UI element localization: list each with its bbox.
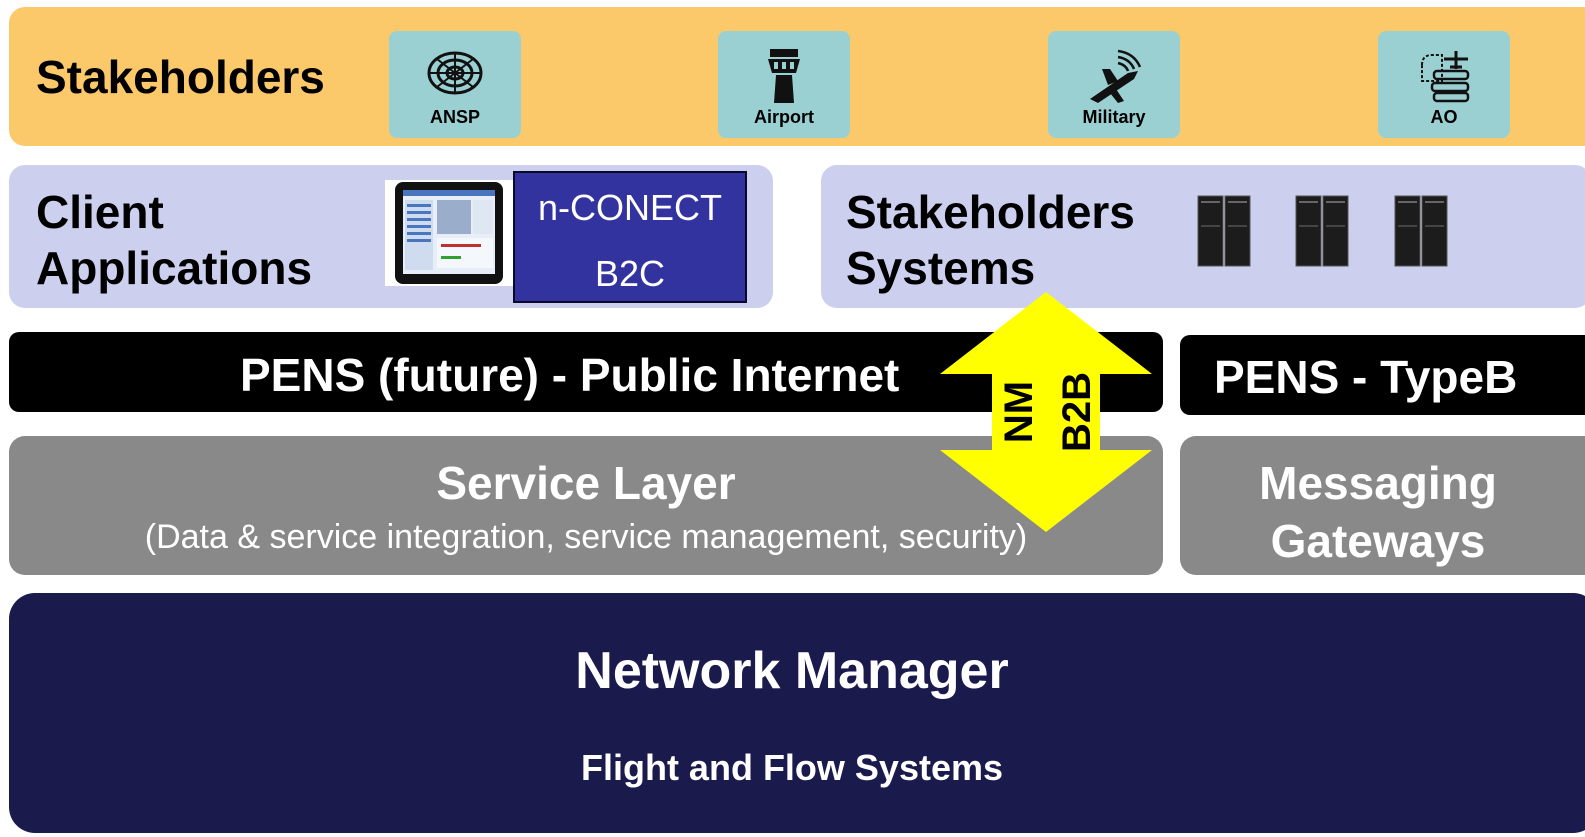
messaging-gateways-line2: Gateways [1270, 515, 1486, 567]
stakeholder-label-ansp: ANSP [429, 107, 480, 127]
tablet-icon [385, 180, 513, 286]
stakeholder-tile-ansp: ANSP [389, 31, 521, 138]
b2c-label: B2C [594, 253, 666, 294]
stakeholder-tile-military: Military [1048, 31, 1180, 138]
stakeholders-systems-band: Stakeholders Systems [821, 165, 1585, 308]
pens-typeb-bar: PENS - TypeB [1180, 335, 1585, 415]
n-conect-label: n-CONECT [537, 187, 722, 228]
stakeholder-label-airport: Airport [754, 107, 814, 127]
aircraft-operator-icon [1421, 51, 1470, 103]
pens-public-internet-bar: PENS (future) - Public Internet [9, 332, 1163, 412]
radar-icon [427, 51, 483, 95]
network-manager-subtitle: Flight and Flow Systems [580, 747, 1004, 788]
control-tower-icon [768, 49, 800, 103]
stakeholders-title: Stakeholders [36, 51, 325, 103]
server-icon [1394, 195, 1448, 267]
network-manager-title: Network Manager [575, 642, 1009, 700]
server-icon [1197, 195, 1251, 267]
messaging-gateways-band: Messaging Gateways [1180, 436, 1585, 575]
nm-b2b-double-arrow: NM B2B [940, 292, 1152, 532]
nm-arrow-label: NM [997, 381, 1041, 443]
service-layer-title: Service Layer [436, 457, 736, 509]
n-conect-b2c-box: n-CONECT B2C [513, 171, 747, 303]
pens-public-internet-label: PENS (future) - Public Internet [240, 349, 900, 401]
stakeholder-label-ao: AO [1430, 107, 1458, 127]
fighter-jet-icon [1090, 49, 1142, 103]
stakeholders-band: Stakeholders ANSP Airport [9, 7, 1585, 146]
client-applications-title-line1: Client [36, 186, 164, 238]
client-applications-title-line2: Applications [36, 242, 313, 294]
stakeholder-label-military: Military [1082, 107, 1146, 127]
stakeholders-systems-title-line1: Stakeholders [846, 186, 1135, 238]
pens-typeb-label: PENS - TypeB [1214, 351, 1518, 403]
b2b-arrow-label: B2B [1055, 372, 1099, 452]
stakeholder-tile-airport: Airport [718, 31, 850, 138]
network-manager-band: Network Manager Flight and Flow Systems [9, 593, 1585, 833]
messaging-gateways-line1: Messaging [1259, 457, 1497, 509]
server-icon [1295, 195, 1349, 267]
stakeholders-systems-title-line2: Systems [846, 242, 1036, 294]
service-layer-subtitle: (Data & service integration, service man… [144, 518, 1028, 556]
stakeholder-tile-ao: AO [1378, 31, 1510, 138]
